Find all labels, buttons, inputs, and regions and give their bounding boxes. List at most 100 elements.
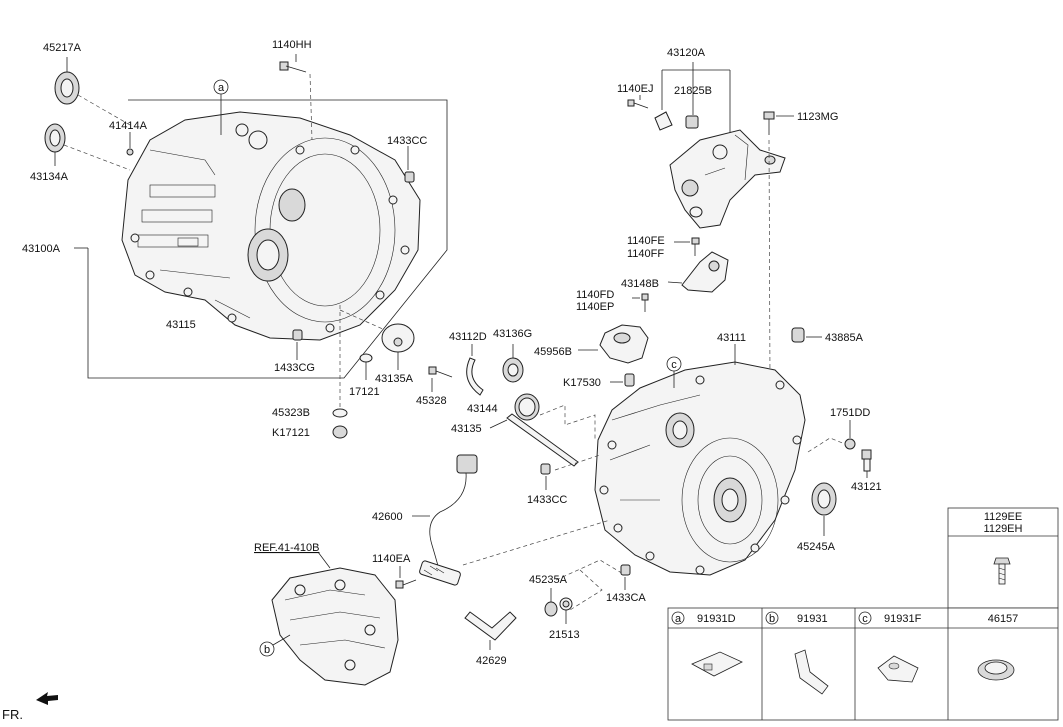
label-1433CC-case: 1433CC xyxy=(387,135,427,147)
bracket-91931-icon xyxy=(794,649,829,695)
front-direction-indicator: FR. xyxy=(2,692,58,722)
label-1433CG: 1433CG xyxy=(274,362,315,374)
dowel-1433CC-case xyxy=(404,146,415,183)
seal-45245A xyxy=(811,482,837,536)
label-K17121: K17121 xyxy=(272,427,310,439)
label-43111: 43111 xyxy=(717,332,746,344)
label-43144: 43144 xyxy=(467,403,498,415)
label-1140EA: 1140EA xyxy=(372,553,411,565)
table-col-46157: 46157 xyxy=(977,613,1019,681)
label-43100A: 43100A xyxy=(22,243,61,255)
callout-c: c xyxy=(666,356,682,388)
label-17121: 17121 xyxy=(349,386,380,398)
label-43885A: 43885A xyxy=(825,332,864,344)
clip-91931D-icon xyxy=(691,651,743,677)
plug-41414A xyxy=(126,132,134,156)
gasket-21513 xyxy=(559,597,573,624)
svg-text:c: c xyxy=(671,359,677,371)
label-43121: 43121 xyxy=(851,481,882,493)
label-42600: 42600 xyxy=(372,511,403,523)
snap-ring-43112D xyxy=(466,344,484,396)
dowel-1433CA xyxy=(620,564,631,590)
valve-body-ref xyxy=(271,551,399,686)
case-group-outline xyxy=(74,99,448,379)
front-arrow-icon xyxy=(36,692,58,705)
label-1433CA: 1433CA xyxy=(606,592,646,604)
dowel-1433CC-main xyxy=(540,463,551,490)
table-part-91931F: 91931F xyxy=(884,613,922,625)
svg-text:b: b xyxy=(769,613,775,625)
label-ref-41-410B[interactable]: REF.41-410B xyxy=(254,542,319,554)
label-1140HH: 1140HH xyxy=(272,39,312,51)
screw-1129EE-icon xyxy=(993,557,1011,585)
svg-text:FR.: FR. xyxy=(2,707,23,722)
assembly-leader-4 xyxy=(569,569,603,611)
assembly-leader-1 xyxy=(539,404,596,440)
wire-harness-42600 xyxy=(412,454,478,586)
label-45956B: 45956B xyxy=(534,346,572,358)
table-part-91931: 91931 xyxy=(797,613,828,625)
table-col-b: b 91931 xyxy=(765,611,829,695)
reference-table: 1129EE 1129EH a 91931D b 91931 xyxy=(667,507,1059,721)
label-43115: 43115 xyxy=(166,319,196,331)
label-21513: 21513 xyxy=(549,629,580,641)
bolt-45328 xyxy=(428,366,453,392)
label-1140EP: 1140EP xyxy=(576,301,614,313)
assembly-leader-2 xyxy=(554,454,601,471)
plug-K17530 xyxy=(610,373,635,387)
label-1123MG: 1123MG xyxy=(797,111,838,123)
bracket-42629 xyxy=(464,611,517,650)
bolt-43121 xyxy=(861,449,872,478)
label-43136G: 43136G xyxy=(493,328,532,340)
drain-plug-45323B-K17121 xyxy=(332,305,348,439)
label-43134A: 43134A xyxy=(30,171,69,183)
label-43120A: 43120A xyxy=(667,47,706,59)
clip-91931F-icon xyxy=(877,655,919,683)
svg-text:c: c xyxy=(862,613,868,625)
bracket-43148B xyxy=(667,237,729,293)
label-43135: 43135 xyxy=(451,423,482,435)
seal-43134A xyxy=(44,123,131,171)
washer-17121 xyxy=(359,353,373,380)
svg-text:b: b xyxy=(264,644,270,656)
clip-1751DD xyxy=(807,420,856,453)
table-part-46157: 46157 xyxy=(988,613,1019,625)
mount-bracket-43120A xyxy=(627,62,786,229)
table-col-a: a 91931D xyxy=(671,611,743,677)
label-1140FD: 1140FD xyxy=(576,289,614,301)
bolt-1123MG xyxy=(763,111,794,381)
bolt-1140HH xyxy=(279,54,313,141)
label-45245A: 45245A xyxy=(797,541,836,553)
table-part-91931D: 91931D xyxy=(697,613,736,625)
table-col-c: c 91931F xyxy=(858,611,922,683)
plug-45235A xyxy=(544,588,558,617)
label-43135A: 43135A xyxy=(375,373,414,385)
callout-b: b xyxy=(259,634,291,657)
cap-43885A xyxy=(791,327,822,343)
transmission-case-43100A xyxy=(121,111,421,341)
speed-sensor-45956B xyxy=(578,293,649,364)
label-1433CC-main: 1433CC xyxy=(527,494,567,506)
svg-text:a: a xyxy=(675,613,682,625)
label-1140FE: 1140FE xyxy=(627,235,665,247)
seal-43136G xyxy=(502,344,524,383)
label-45235A: 45235A xyxy=(529,574,568,586)
table-header-1129EH: 1129EH xyxy=(984,523,1023,535)
label-45328: 45328 xyxy=(416,395,447,407)
label-42629: 42629 xyxy=(476,655,507,667)
label-45323B: 45323B xyxy=(272,407,310,419)
label-43112D: 43112D xyxy=(449,331,487,343)
assembly-leader-3 xyxy=(555,559,626,581)
table-header-1129EE: 1129EE xyxy=(984,511,1022,523)
svg-text:a: a xyxy=(218,82,225,94)
callout-a: a xyxy=(213,79,229,135)
oring-43144 xyxy=(514,393,540,421)
plug-46157-icon xyxy=(977,659,1015,681)
label-1140EJ: 1140EJ xyxy=(617,83,654,95)
label-45217A: 45217A xyxy=(43,42,82,54)
label-K17530: K17530 xyxy=(563,377,601,389)
bolt-1140EA xyxy=(395,566,417,589)
plate-43135A xyxy=(339,309,415,370)
assembly-leader-5 xyxy=(462,519,611,566)
